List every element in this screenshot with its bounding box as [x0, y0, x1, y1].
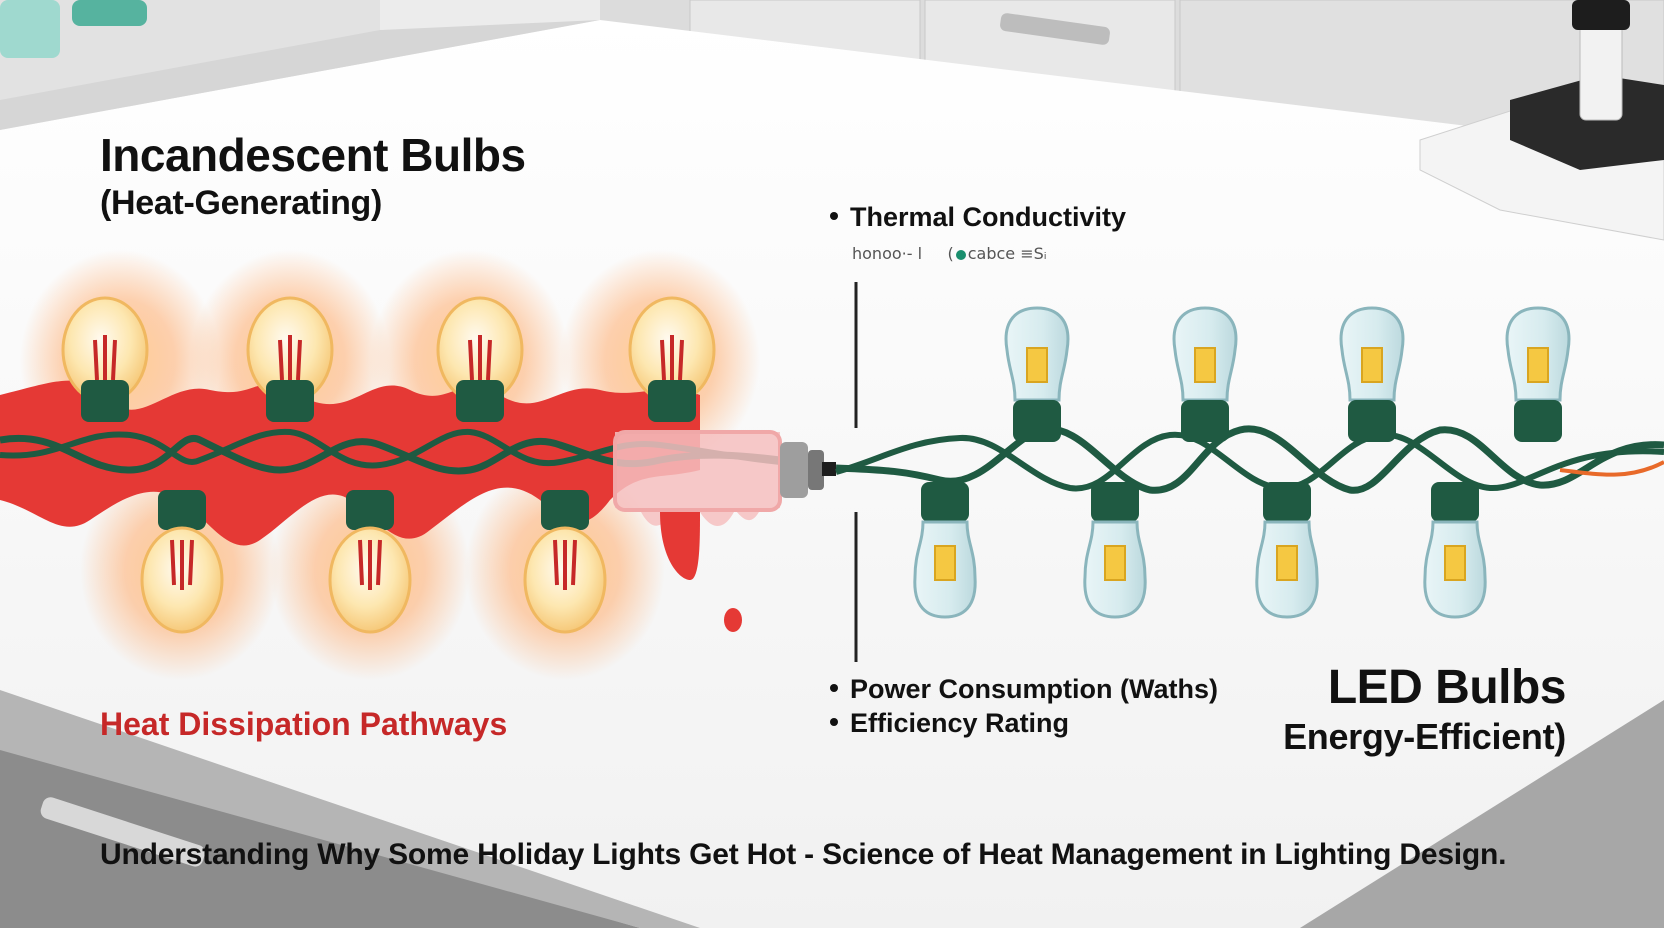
led-bulb-icon [1339, 306, 1405, 442]
metric-power: Power Consumption (Waths) [830, 674, 1218, 705]
led-bulb-icon [1004, 306, 1070, 442]
incandescent-bulb-icon [436, 296, 524, 422]
teal-dot-icon [955, 249, 966, 260]
incandescent-bulb-icon [328, 490, 412, 634]
thermal-sublabel-left: honoo·‐ l [852, 244, 923, 263]
incandescent-bulbs [61, 296, 716, 634]
metric-efficiency: Efficiency Rating [830, 708, 1069, 739]
incandescent-bulb-icon [523, 490, 607, 634]
bullet-icon [830, 211, 838, 220]
heat-dissipation-label: Heat Dissipation Pathways [100, 706, 508, 742]
thermal-sublabel-right: cabce ≡Sᵢ [967, 244, 1047, 263]
led-subtitle: Energy-Efficient) [1283, 716, 1566, 757]
led-bulb-icon [1423, 482, 1487, 619]
incandescent-title: Incandescent Bulbs [100, 129, 526, 181]
led-bulb-icon [1083, 482, 1147, 619]
led-bulb-icon [1172, 306, 1238, 442]
incandescent-bulb-icon [140, 490, 224, 634]
metric-thermal-label: Thermal Conductivity [850, 202, 1127, 232]
incandescent-bulb-icon [246, 296, 334, 422]
incandescent-bulb-icon [628, 296, 716, 422]
caption: Understanding Why Some Holiday Lights Ge… [100, 838, 1507, 871]
led-title: LED Bulbs [1327, 661, 1567, 714]
led-bulb-icon [1505, 306, 1571, 442]
thermal-sublabel: honoo·‐ l (cabce ≡Sᵢ [852, 244, 1047, 263]
metric-thermal: Thermal Conductivity [830, 202, 1126, 233]
lab-device [1419, 0, 1664, 241]
bullet-icon [830, 683, 838, 692]
led-bulb-icon [913, 482, 977, 619]
led-wire [835, 425, 1664, 494]
led-bulbs [913, 306, 1571, 619]
bullet-icon [830, 717, 838, 726]
bottom-drawers [0, 690, 1664, 928]
metric-efficiency-label: Efficiency Rating [850, 708, 1070, 738]
metric-power-label: Power Consumption (Waths) [850, 674, 1218, 704]
led-bulb-icon [1255, 482, 1319, 619]
incandescent-subtitle: (Heat-Generating) [100, 184, 383, 222]
plug-icon [613, 430, 836, 632]
incandescent-bulb-icon [61, 296, 149, 422]
